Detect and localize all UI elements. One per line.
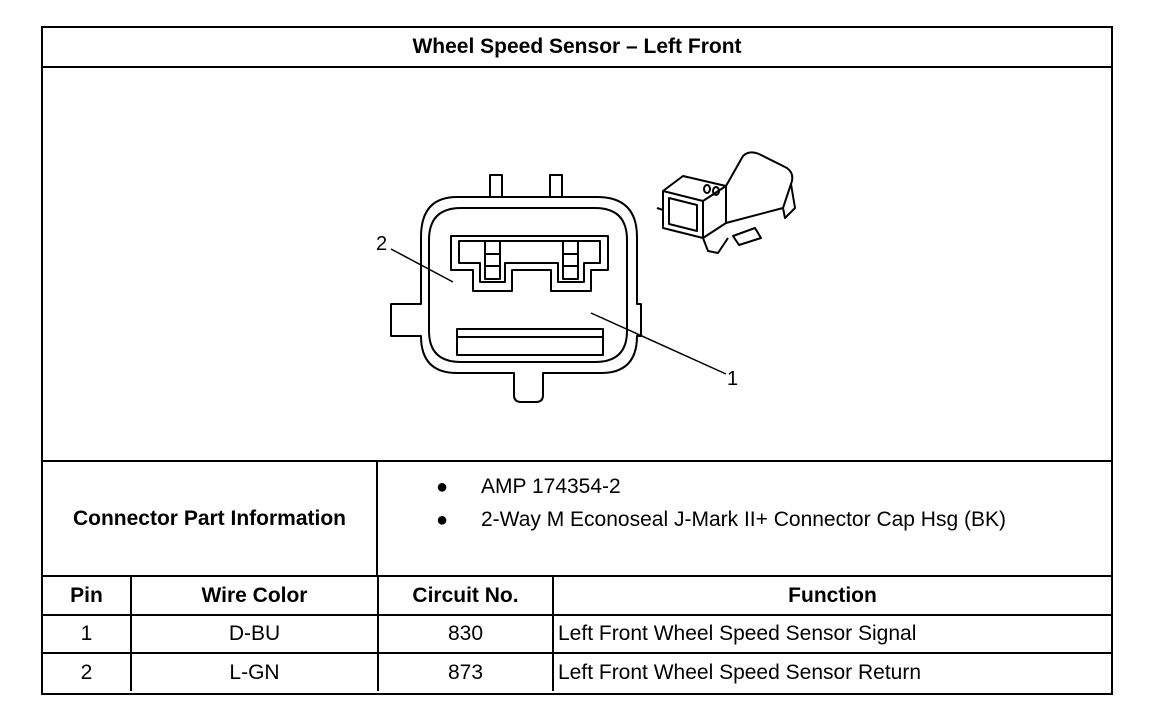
terminal-slot-1: [562, 240, 579, 280]
circuit-cell: 830: [377, 614, 554, 654]
latch-tab-left: [489, 174, 503, 197]
circuit-cell: 873: [377, 652, 554, 691]
pin-1-callout: 1: [727, 368, 738, 390]
connector-sheet: Wheel Speed Sensor – Left Front: [41, 26, 1113, 695]
latch-tab-right: [549, 174, 563, 197]
function-cell: Left Front Wheel Speed Sensor Signal: [552, 614, 1111, 654]
pin-table-header: Pin Wire Color Circuit No. Function: [43, 577, 1111, 616]
bullet-icon: ●: [436, 476, 449, 498]
connector-housing-outer: [390, 196, 642, 403]
key-slot: [456, 328, 604, 356]
header-pin: Pin: [43, 577, 132, 616]
pin-2-callout: 2: [376, 233, 387, 255]
connector-figure: 2 1: [43, 68, 1111, 462]
sheet-title: Wheel Speed Sensor – Left Front: [43, 28, 1111, 68]
connector-housing-inner: [428, 207, 628, 363]
bullet-icon: ●: [436, 509, 449, 531]
callout-leader-2: [390, 248, 454, 283]
terminal-cavity-block: [450, 235, 609, 292]
function-cell: Left Front Wheel Speed Sensor Return: [552, 652, 1111, 691]
table-row: 1 D-BU 830 Left Front Wheel Speed Sensor…: [43, 614, 1111, 654]
wire-color-cell: D-BU: [130, 614, 379, 654]
connector-info-item: ● 2-Way M Econoseal J-Mark II+ Connector…: [378, 505, 1006, 538]
pin-cell: 1: [43, 614, 132, 654]
terminal-slot-2: [484, 240, 501, 280]
connector-part-number: AMP 174354-2: [481, 475, 621, 498]
connector-description: 2-Way M Econoseal J-Mark II+ Connector C…: [481, 508, 1006, 531]
connector-isometric-view: [656, 151, 796, 254]
header-function: Function: [552, 577, 1111, 616]
callout-leader-1: [590, 312, 727, 375]
connector-part-information: Connector Part Information ● AMP 174354-…: [43, 462, 1111, 577]
wire-color-cell: L-GN: [130, 652, 379, 691]
connector-info-list: ● AMP 174354-2 ● 2-Way M Econoseal J-Mar…: [378, 472, 1006, 538]
pin-cell: 2: [43, 652, 132, 691]
connector-info-item: ● AMP 174354-2: [378, 472, 1006, 505]
table-row: 2 L-GN 873 Left Front Wheel Speed Sensor…: [43, 652, 1111, 691]
header-wire-color: Wire Color: [130, 577, 379, 616]
pin-table: Pin Wire Color Circuit No. Function 1 D-…: [43, 577, 1111, 691]
connector-diagram: 2 1: [376, 151, 796, 403]
header-circuit-no: Circuit No.: [377, 577, 554, 616]
connector-info-label: Connector Part Information: [43, 462, 378, 575]
